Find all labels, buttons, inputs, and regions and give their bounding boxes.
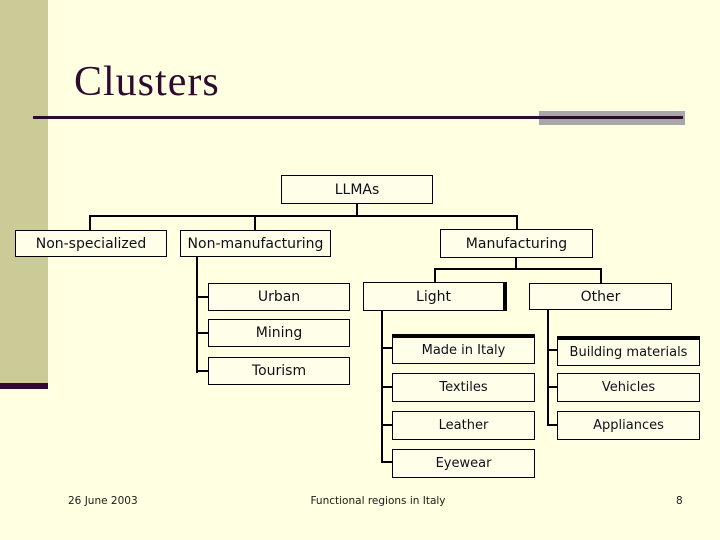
node-mining: Mining [208,319,350,347]
connector-to-eyewear [381,461,392,463]
connector-level1-bus [89,215,518,217]
slide-title: Clusters [74,59,220,105]
node-building-materials: Building materials [557,336,700,366]
sidebar-accent-cap [0,383,48,389]
connector-to-manufacturing [516,217,518,230]
node-textiles: Textiles [392,373,535,402]
connector-to-appliances [547,424,557,426]
connector-level2-bus [434,268,602,270]
node-manufacturing: Manufacturing [440,229,593,258]
footer-slide-label: Functional regions in Italy [310,495,446,507]
footer-date: 26 June 2003 [68,495,138,507]
connector-other-hang [547,310,549,426]
connector-to-tourism [196,370,208,372]
connector-to-non-specialized [89,217,91,231]
connector-to-mining [196,332,208,334]
node-urban: Urban [208,283,350,311]
connector-to-non-manufacturing [254,217,256,231]
connector-to-leather [381,424,392,426]
node-non-manufacturing: Non-manufacturing [180,230,331,257]
connector-to-urban [196,296,208,298]
connector-to-textiles [381,386,392,388]
node-light: Light [363,282,507,311]
node-vehicles: Vehicles [557,373,700,402]
node-appliances: Appliances [557,411,700,440]
connector-to-other [600,270,602,284]
connector-manufacturing-down [515,258,517,269]
sidebar-accent-bar [0,0,48,383]
node-non-specialized: Non-specialized [15,230,167,257]
connector-to-building-materials [547,349,557,351]
node-tourism: Tourism [208,357,350,385]
connector-to-vehicles [547,386,557,388]
connector-to-light [434,270,436,283]
node-llmas: LLMAs [281,175,433,204]
node-eyewear: Eyewear [392,449,535,478]
connector-llmas-down [356,203,358,216]
footer-page-number: 8 [676,495,683,507]
title-underline [33,116,683,119]
node-leather: Leather [392,411,535,440]
node-other: Other [529,283,672,310]
connector-non-manufacturing-hang [196,257,198,373]
node-made-in-italy: Made in Italy [392,334,535,364]
connector-to-made-in-italy [381,347,392,349]
